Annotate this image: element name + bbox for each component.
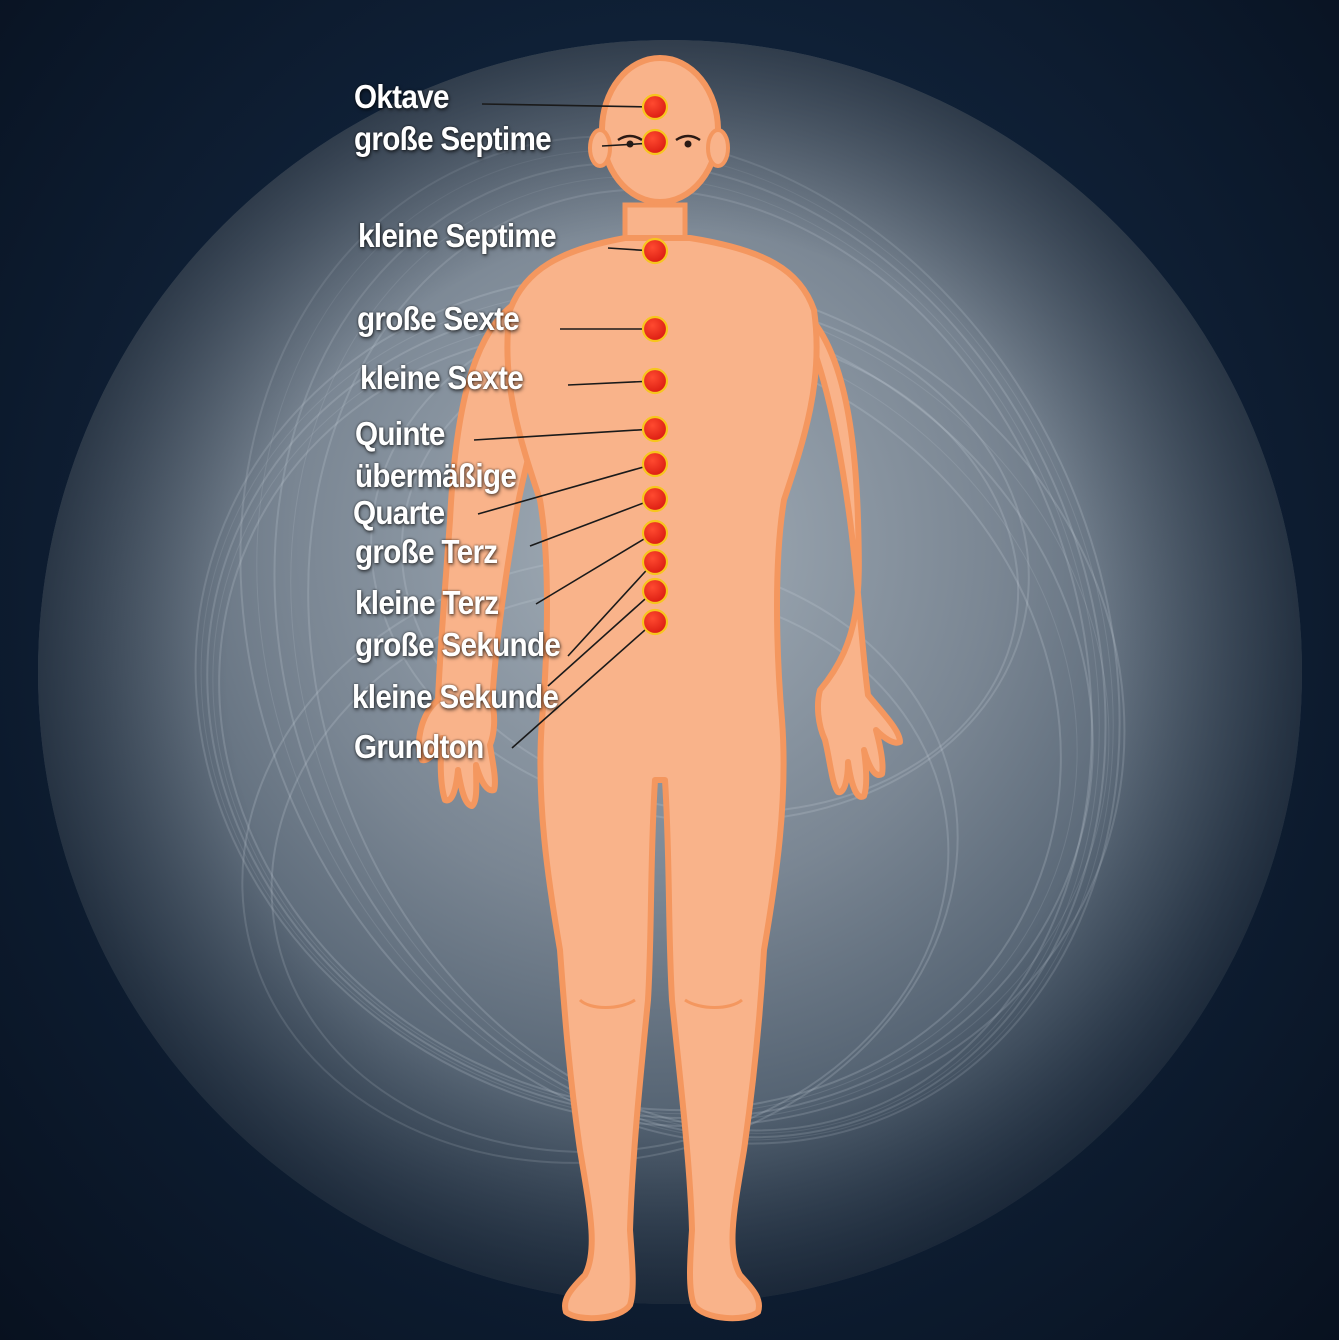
label-grosse-terz: große Terz [355, 535, 497, 568]
point-kleine-sexte [643, 369, 667, 393]
point-kleine-sekunde [643, 579, 667, 603]
point-grosse-terz [643, 487, 667, 511]
label-kleine-sekunde: kleine Sekunde [352, 680, 558, 713]
point-grosse-sexte [643, 317, 667, 341]
point-grundton [643, 610, 667, 634]
label-grosse-septime: große Septime [354, 122, 551, 155]
label-uebermaessige: übermäßige [355, 459, 516, 492]
point-kleine-septime [643, 239, 667, 263]
label-quarte: Quarte [353, 496, 444, 529]
label-kleine-sexte: kleine Sexte [360, 361, 523, 394]
label-kleine-terz: kleine Terz [355, 586, 498, 619]
label-grundton: Grundton [354, 730, 484, 763]
point-kleine-terz [643, 521, 667, 545]
point-grosse-sekunde [643, 550, 667, 574]
label-grosse-sekunde: große Sekunde [355, 628, 560, 661]
label-grosse-sexte: große Sexte [357, 302, 519, 335]
label-quinte: Quinte [355, 417, 445, 450]
point-uebermaessige-quarte [643, 452, 667, 476]
label-oktave: Oktave [354, 80, 449, 113]
label-kleine-septime: kleine Septime [358, 219, 556, 252]
point-oktave [643, 95, 667, 119]
point-quinte [643, 417, 667, 441]
point-grosse-septime [643, 130, 667, 154]
